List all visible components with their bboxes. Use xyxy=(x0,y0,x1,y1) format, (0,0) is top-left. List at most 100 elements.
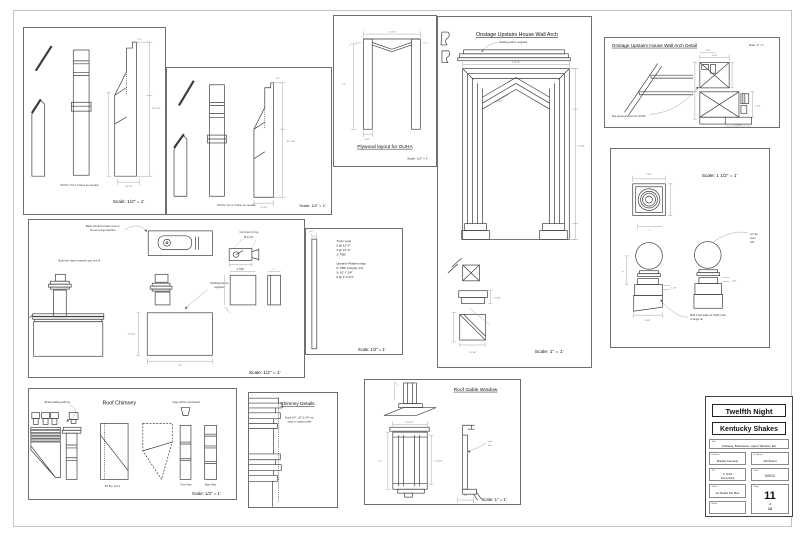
scale-label: Scale: 1" = 1' xyxy=(481,497,507,502)
roof-callout: roof xyxy=(488,440,492,443)
plywood-layout-drawing: 4'-0 1/2" 7'-2" 6 1/2" 1" Plywood layout… xyxy=(342,31,429,161)
sheet-title-value: Archway, Buttresses, Upper Window, Etc xyxy=(721,444,777,448)
scale-label: Scale: 1/2" = 1' xyxy=(113,199,145,205)
see-plywood-note: See plywood layout for OUHA xyxy=(612,115,646,118)
panel-wall-arch-detail: Onstage Upstairs House Wall Arch Detail … xyxy=(604,37,780,128)
arch-detail-title: Onstage Upstairs House Wall Arch Detail xyxy=(612,43,697,48)
dim-label: 1'-1 3/4" xyxy=(469,352,477,354)
notes-box: Notes: xyxy=(709,501,746,514)
page-box: Page: 11 of 13 xyxy=(751,484,789,514)
fog-hole-note: Ø 3 1/2" xyxy=(244,235,254,239)
ply-caption: 3/4 Ply: Cut 2, Frame as needed xyxy=(217,203,256,207)
post-cutouts-b-drawing: 1'-6" 10'-1 1/2" 1'-4 1/2" 3/4 Ply: Cut … xyxy=(173,78,326,209)
ball-note: ball xyxy=(750,241,754,244)
ply-caption: 3/4 Ply: Cut 2 xyxy=(105,484,121,488)
dim-label: 7'-2" xyxy=(342,84,346,86)
fog-note: Back should remain open to xyxy=(86,224,121,228)
fog-dim: 4 7/8" xyxy=(237,267,244,271)
ball-note: 10" dia. xyxy=(750,233,758,236)
build-note: Build 2 with angle cut, Build 2 with xyxy=(690,314,726,317)
truss-legs-drawing: Truss Legs 5 @ 12'-6" 3 @ 13'-9" 2- TBD … xyxy=(308,230,386,352)
truss-note-line: 6- TBD (roughly 14') xyxy=(336,266,363,270)
dim-label: 1'-0" xyxy=(464,495,468,497)
dim-label: 8 1/4" xyxy=(645,320,651,322)
dim-label: 1' xyxy=(649,230,651,232)
wall-arch-detail-drawing: Onstage Upstairs House Wall Arch Detail … xyxy=(612,43,764,127)
scale-label: Scale: 1" = 1' xyxy=(535,349,564,355)
plywood-title: Plywood layout for OUHA xyxy=(357,144,413,150)
dim-label: 1'-6" xyxy=(276,78,280,80)
wall-arch-drawing: Onstage Upstairs House Wall Arch Molding… xyxy=(440,31,585,355)
dim-label: 1 1/2" xyxy=(731,281,737,283)
dim-label: 7'-1 3/4" xyxy=(577,146,585,148)
scale-label: Scale: 1 1/2" = 1' xyxy=(702,173,738,179)
stack-note: Stack 1/4", 1/2" & 3/4" ply xyxy=(285,417,314,420)
scale-label: Scale: 1/2" = 1' xyxy=(299,203,326,208)
dim-label: 10'-1 1/2" xyxy=(152,108,161,110)
dim-label: 2'-2" xyxy=(378,461,382,463)
sheet-title-label: Title: xyxy=(711,440,717,443)
dim-label: 1'-10 1/2" xyxy=(405,422,414,424)
panel-truss-legs: Truss Legs 5 @ 12'-6" 3 @ 13'-9" 2- TBD … xyxy=(305,228,403,355)
truss-note-line: 2- TBD xyxy=(336,253,346,257)
company-box: Kentucky Shakes xyxy=(712,422,786,435)
dim-label: 1'-6" xyxy=(137,39,141,41)
dim-label: 1'-1/2" xyxy=(646,174,652,176)
scale-label: Scale: 1/2" = 1' xyxy=(407,157,428,161)
dim-label: 3 1/4" xyxy=(712,55,718,57)
date-box: Date: 5/9/13 xyxy=(751,468,789,481)
dim-label: 2'-6 1/2" xyxy=(128,334,136,336)
molding-ply-note: Build molding with ply xyxy=(45,400,71,404)
front-view-label: Front View xyxy=(180,483,191,486)
sheet-title-box: Title: Archway, Buttresses, Upper Window… xyxy=(709,439,789,449)
post-cutouts-a-drawing: 1'-6" 10'-1 1/2" 1'-4 1/2" 3/4 Ply: Cut … xyxy=(30,39,161,205)
designer-box: Designer: Jeff Sherer xyxy=(751,452,789,465)
dim-label: 1" xyxy=(349,45,351,47)
designer-value: Jeff Sherer xyxy=(763,458,777,463)
roof-callout: line xyxy=(488,445,492,447)
truss-note-line: Upstairs Platform legs xyxy=(336,262,366,266)
dim-label: 1'-4 1/2" xyxy=(125,186,133,188)
finials-drawing: Scale: 1 1/2" = 1' 1'-1/2" 1' 9" 1 1/2" … xyxy=(622,173,759,322)
panel-finials: Scale: 1 1/2" = 1' 1'-1/2" 1' 9" 1 1/2" … xyxy=(610,148,770,348)
dim-label: 10'-1 1/2" xyxy=(286,141,295,143)
dim-label: 4'-0 1/2" xyxy=(388,32,396,34)
caps-note: Caps will be purchased xyxy=(172,400,200,404)
director-label: Director: xyxy=(711,453,720,456)
panel-wall-arch: Onstage Upstairs House Wall Arch Molding… xyxy=(437,16,592,368)
dim-label: 5" xyxy=(273,269,275,271)
ply-caption: 3/4 Ply: Cut 2, Frame as needed xyxy=(60,183,99,187)
panel-chimney-details: Chimney Details Stack 1/4", 1/2" & 3/4" … xyxy=(248,392,338,508)
panel-roof-chimney: Roof Chimney Build molding with ply Caps… xyxy=(28,388,237,500)
dim-label: 1 1/2" xyxy=(705,50,711,52)
notes-label: Notes: xyxy=(711,502,718,505)
dim-label: 6 1/2" xyxy=(365,139,371,141)
panel-gable-window: Roof Gable Window 1'-10 1/2" 2'-2" 7'-10… xyxy=(364,379,521,505)
scale-label: Scale: 3" = 1' xyxy=(749,44,764,47)
molding-note: supplied xyxy=(214,285,225,289)
chimney-details-title: Chimney Details xyxy=(280,401,315,406)
fog-hole-note: Cut hole for fog xyxy=(240,230,259,234)
dim-label: 3'-6" xyxy=(178,365,182,367)
molding-note: Molding will be xyxy=(210,281,229,285)
panel-plywood-layout: 4'-0 1/2" 7'-2" 6 1/2" 1" Plywood layout… xyxy=(333,15,437,167)
dim-label: 4'-10 1/2" xyxy=(512,62,521,64)
gable-title: Roof Gable Window xyxy=(454,387,498,393)
scale-label: Scale: 1/2" = 1' xyxy=(192,491,221,496)
scale-box: Scale: As Noted Per Box xyxy=(709,484,746,498)
page-number: 11 xyxy=(764,490,776,502)
scale-label: Scale: xyxy=(711,485,718,488)
roof-chimney-drawing: Roof Chimney Build molding with ply Caps… xyxy=(30,400,221,496)
build-note: no angle cut xyxy=(690,318,703,321)
chimney-title: Roof Chimney xyxy=(102,401,136,407)
scale-value: As Noted Per Box xyxy=(715,491,740,495)
page-total: 13 xyxy=(768,507,772,511)
dim-label: 1'-2" xyxy=(241,269,245,271)
director-box: Director: Bradley Kennedy xyxy=(709,452,746,465)
designer-label: Designer: xyxy=(753,453,763,456)
dim-label: 1'-0 3/4" xyxy=(734,125,742,127)
show-title-box: Twelfth Night xyxy=(712,404,786,417)
dim-label: 7'-10 1/2" xyxy=(434,461,443,463)
gable-window-drawing: Roof Gable Window 1'-10 1/2" 2'-2" 7'-10… xyxy=(378,381,507,504)
